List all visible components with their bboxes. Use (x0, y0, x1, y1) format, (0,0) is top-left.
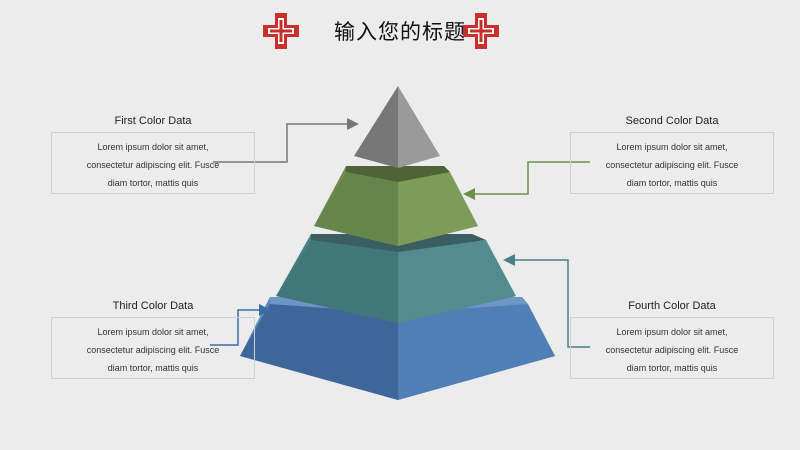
pyramid-layer-gray (354, 86, 440, 168)
info-box-body: Lorem ipsum dolor sit amet, consectetur … (51, 132, 255, 194)
info-box-second: Second Color Data Lorem ipsum dolor sit … (570, 113, 774, 194)
pyramid-layer-teal (276, 234, 516, 323)
info-box-line: Lorem ipsum dolor sit amet, (616, 327, 728, 337)
info-box-body: Lorem ipsum dolor sit amet, consectetur … (570, 132, 774, 194)
info-box-fourth: Fourth Color Data Lorem ipsum dolor sit … (570, 298, 774, 379)
info-box-heading: Second Color Data (625, 115, 719, 127)
info-box-line: diam tortor, mattis quis (107, 363, 199, 373)
info-box-heading: Third Color Data (112, 300, 194, 312)
info-box-line: consectetur adipiscing elit. Fusce (86, 345, 220, 355)
pyramid-layer-green (314, 166, 478, 246)
info-box-line: Lorem ipsum dolor sit amet, (616, 142, 728, 152)
medical-cross-icon (260, 10, 302, 52)
connector-second (463, 161, 590, 200)
info-box-heading: Fourth Color Data (628, 300, 716, 312)
connector-third (210, 304, 271, 346)
medical-cross-icon (460, 10, 502, 52)
info-box-body: Lorem ipsum dolor sit amet, consectetur … (51, 317, 255, 379)
info-box-line: diam tortor, mattis quis (626, 178, 718, 188)
info-box-line: diam tortor, mattis quis (107, 178, 199, 188)
info-box-line: consectetur adipiscing elit. Fusce (605, 160, 739, 170)
page-title: 输入您的标题 (334, 20, 466, 44)
info-box-line: consectetur adipiscing elit. Fusce (86, 160, 220, 170)
info-box-line: Lorem ipsum dolor sit amet, (97, 327, 209, 337)
connector-fourth (503, 254, 590, 348)
info-box-line: diam tortor, mattis quis (626, 363, 718, 373)
info-box-line: consectetur adipiscing elit. Fusce (605, 345, 739, 355)
info-box-first: First Color Data Lorem ipsum dolor sit a… (51, 113, 255, 194)
info-box-heading: First Color Data (114, 115, 192, 127)
info-box-third: Third Color Data Lorem ipsum dolor sit a… (51, 298, 255, 379)
info-box-body: Lorem ipsum dolor sit amet, consectetur … (570, 317, 774, 379)
connector-first (213, 118, 359, 163)
info-box-line: Lorem ipsum dolor sit amet, (97, 142, 209, 152)
